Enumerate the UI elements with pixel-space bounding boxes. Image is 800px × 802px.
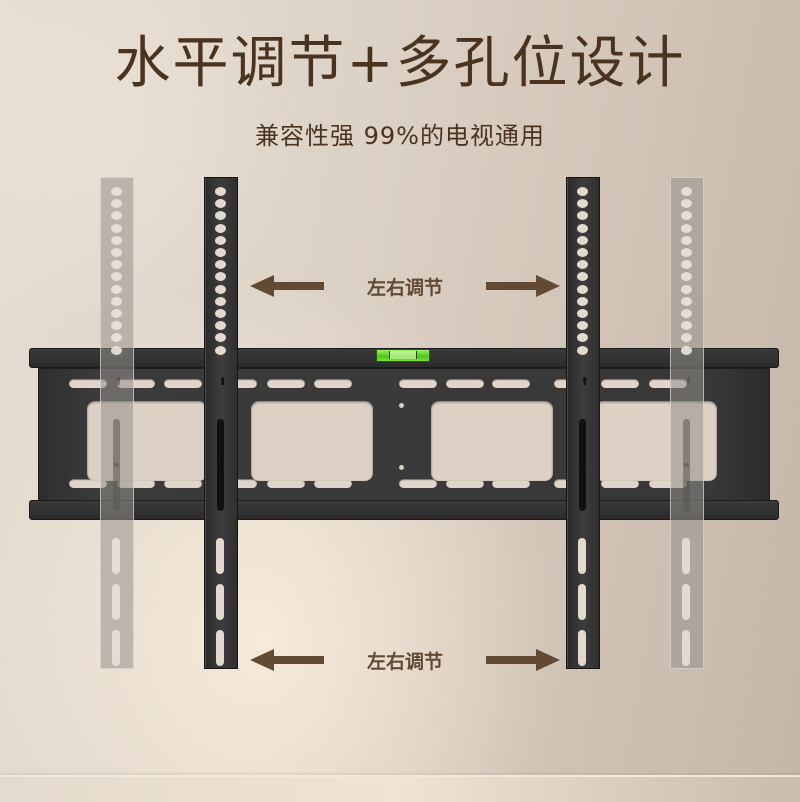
mounting-slot xyxy=(314,479,352,488)
adjust-label: 左右调节 xyxy=(366,650,443,673)
center-hole xyxy=(399,465,404,470)
page-subtitle: 兼容性强 99%的电视通用 xyxy=(255,122,545,150)
mounting-slot xyxy=(219,479,257,488)
mounting-slot xyxy=(117,379,155,388)
adjust-label: 左右调节 xyxy=(366,276,443,299)
mounting-slot xyxy=(314,379,352,388)
mounting-slot xyxy=(267,479,305,488)
mounting-slot xyxy=(492,379,530,388)
plate-cutout xyxy=(431,401,553,481)
adjust-annotation-lower: 左右调节 xyxy=(250,645,560,675)
ghost-vertical-arm: ⬆ xyxy=(670,177,704,669)
mounting-slot xyxy=(69,379,107,388)
bracket-bottom-rail xyxy=(29,500,779,520)
mounting-slot xyxy=(219,379,257,388)
mounting-slot xyxy=(601,479,639,488)
left-arrow-icon xyxy=(250,275,324,297)
bracket-plate xyxy=(38,368,770,502)
mounting-slot xyxy=(399,479,437,488)
mounting-slot xyxy=(164,379,202,388)
center-hole xyxy=(399,403,404,408)
vertical-arm: ⬆ xyxy=(566,177,600,669)
mounting-slot xyxy=(446,479,484,488)
mounting-slot xyxy=(446,379,484,388)
floor-baseboard xyxy=(0,775,800,802)
page-title: 水平调节+多孔位设计 xyxy=(114,31,686,96)
mounting-slot xyxy=(399,379,437,388)
mounting-slot xyxy=(649,379,687,388)
mounting-slot xyxy=(267,379,305,388)
right-arrow-icon xyxy=(485,649,560,671)
right-arrow-icon xyxy=(485,275,560,297)
vertical-arm: ⬆ xyxy=(204,177,238,669)
mounting-slot xyxy=(164,479,202,488)
mounting-slot xyxy=(649,479,687,488)
mounting-slot xyxy=(117,479,155,488)
mounting-slot xyxy=(69,479,107,488)
adjust-annotation-upper: 左右调节 xyxy=(250,271,560,301)
plate-cutout xyxy=(251,401,373,481)
bubble-level-icon xyxy=(376,349,430,362)
mounting-slot xyxy=(492,479,530,488)
left-arrow-icon xyxy=(250,649,324,671)
mounting-slot xyxy=(601,379,639,388)
ghost-vertical-arm: ⬆ xyxy=(100,177,134,669)
